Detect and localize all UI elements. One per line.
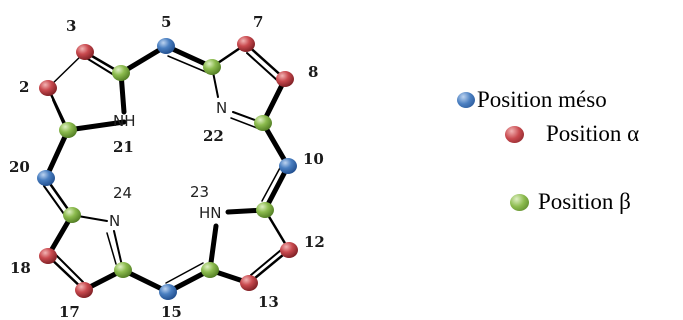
number-22: 22 (203, 127, 224, 145)
meso-atom (279, 158, 297, 174)
number-23: 23 (190, 183, 209, 201)
number-13: 13 (258, 293, 279, 311)
bond (262, 163, 291, 213)
bond (260, 76, 288, 126)
bonds (43, 42, 291, 295)
nitrogen-labels: NH 21 N 22 24 N 23 HN (109, 99, 227, 230)
bond (43, 185, 65, 215)
bond (65, 119, 127, 133)
alpha-atom (240, 275, 258, 291)
number-12: 12 (304, 233, 325, 251)
alpha-atom (280, 242, 298, 258)
alpha-atom (75, 282, 93, 298)
legend-meso: Position méso (457, 87, 607, 113)
number-20: 20 (9, 158, 30, 176)
meso-atom (157, 38, 175, 54)
number-15: 15 (161, 303, 182, 320)
bond (167, 55, 207, 73)
number-24: 24 (113, 184, 132, 202)
meso-atom (159, 284, 177, 300)
legend-beta: Position β (510, 189, 631, 215)
beta-atom (256, 202, 274, 218)
bond (260, 120, 291, 169)
alpha-atom (39, 248, 57, 264)
beta-atom (114, 262, 132, 278)
bond (247, 248, 291, 285)
number-10: 10 (303, 150, 324, 168)
meso-dot-icon (457, 92, 475, 108)
alpha-atom (237, 36, 255, 52)
number-7: 7 (253, 13, 263, 31)
legend-alpha: Position α (505, 121, 639, 147)
alpha-dot-icon (505, 125, 524, 143)
bond (230, 117, 258, 129)
bond (87, 58, 115, 76)
atoms (37, 36, 298, 300)
bond (261, 165, 282, 202)
beta-atom (254, 115, 272, 131)
bond (246, 52, 279, 82)
legend-alpha-label: Position α (546, 121, 640, 146)
bond (244, 42, 287, 81)
bond (165, 262, 204, 284)
alpha-atom (276, 71, 294, 87)
bond (47, 51, 86, 89)
nh-21-label: NH (113, 112, 136, 130)
bond (54, 253, 84, 283)
number-3: 3 (66, 17, 76, 35)
bond (118, 43, 169, 76)
legend-beta-label: Position β (538, 189, 631, 214)
n-22-label: N (216, 99, 227, 117)
beta-atom (203, 59, 221, 75)
beta-atom (59, 122, 77, 138)
position-numbers: 2 3 5 7 8 10 12 13 15 17 18 20 (9, 13, 325, 320)
legend-meso-label: Position méso (477, 87, 607, 112)
beta-dot-icon (510, 193, 529, 211)
number-5: 5 (161, 13, 171, 31)
beta-atom (201, 262, 219, 278)
bond (52, 99, 65, 126)
number-8: 8 (308, 63, 318, 81)
beta-atom (63, 207, 81, 223)
number-18: 18 (10, 259, 31, 277)
number-2: 2 (19, 78, 29, 96)
meso-atom (37, 170, 55, 186)
number-17: 17 (59, 303, 80, 320)
hn-23-label: HN (199, 204, 222, 222)
alpha-atom (76, 44, 94, 60)
n-24-label: N (109, 212, 120, 230)
bond (43, 127, 71, 181)
number-21: 21 (113, 138, 134, 156)
beta-atom (112, 65, 130, 81)
bond (106, 232, 117, 265)
alpha-atom (39, 80, 57, 96)
bond (250, 249, 282, 276)
